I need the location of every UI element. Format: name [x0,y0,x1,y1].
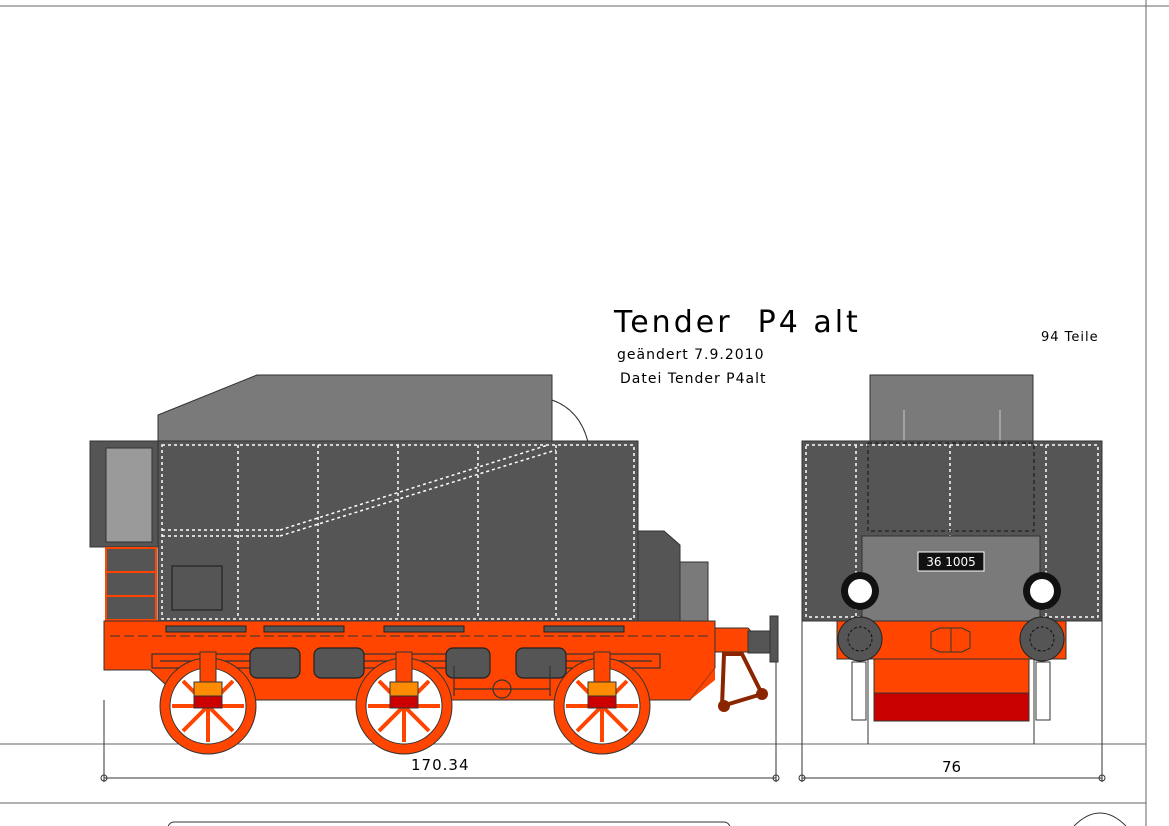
dimension-front-label: 76 [942,758,961,776]
tender-side-view [89,374,779,755]
tender-front-view: 36 1005 [801,374,1103,744]
frame-slots [165,625,625,633]
front-coal-hatch-outline [867,442,1035,532]
number-plate [917,551,985,572]
drawing-changed-date: geändert 7.9.2010 [617,347,765,363]
dimension-side [100,662,780,782]
dimension-side-label: 170.34 [411,756,470,774]
dimension-front [798,621,1106,782]
front-buffers [837,616,1065,662]
tank-rivet-lines [161,444,635,620]
number-plate-text: 36 1005 [926,555,976,569]
drawing-file-name: Datei Tender P4alt [620,371,766,387]
tank-access-hatch [171,565,223,611]
brake-hangers [249,647,567,679]
front-rivet-lines [805,444,1099,618]
axle-boxes [193,651,617,709]
front-steps [105,547,157,621]
front-coal-box [869,374,1034,444]
bottom-cutoff-shapes [167,812,1127,826]
rear-coupling [714,615,779,712]
brake-linkage [453,666,551,699]
water-filler-dome [551,399,589,443]
drawing-title: Tender P4 alt [613,305,861,340]
rear-tank-extension [637,530,681,624]
coal-bunker [157,374,553,443]
front-wheel-outlines [851,660,1051,744]
front-plate-box [861,535,1041,623]
parts-count: 94 Teile [1041,330,1099,345]
front-lower-red-plate [873,692,1030,722]
front-lamps [841,572,1061,610]
front-lower-skirt [873,658,1030,694]
rear-lamp-box [679,561,709,625]
front-cabinet-window [105,447,153,543]
